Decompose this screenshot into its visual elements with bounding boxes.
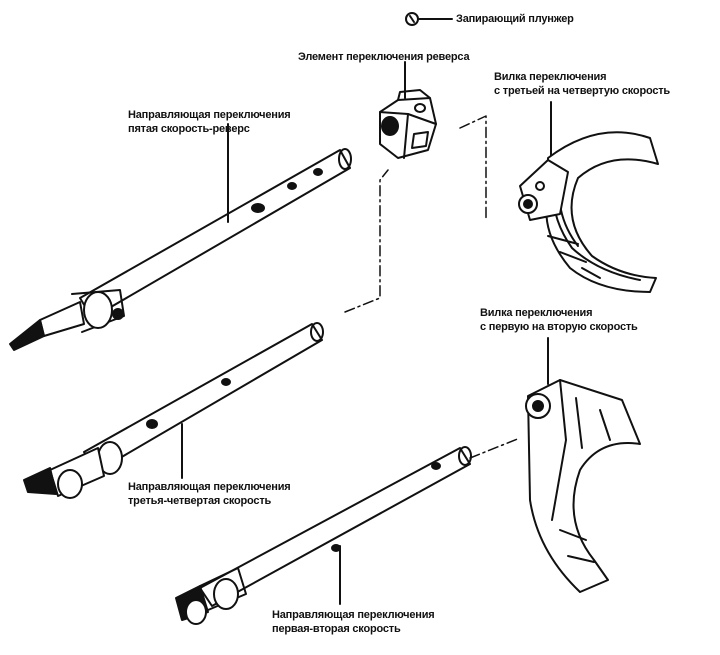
reverse-shift-element — [379, 61, 437, 159]
fork-1-2 — [525, 337, 641, 593]
rail-5-reverse — [9, 123, 352, 351]
label-rail-3-4: Направляющая переключения третья-четверт… — [128, 481, 291, 507]
rail-3-4 — [23, 322, 324, 499]
assembly-dash-lines — [344, 115, 521, 459]
label-reverse-element: Элемент переключения реверса — [298, 51, 470, 63]
fork-3-4 — [518, 101, 659, 293]
label-fork-3-4: Вилка переключения с третьей на четверту… — [494, 71, 670, 97]
label-locking-plunger: Запирающий плунжер — [456, 13, 574, 25]
label-rail-5-reverse: Направляющая переключения пятая скорость… — [128, 109, 291, 135]
label-rail-1-2: Направляющая переключения первая-вторая … — [272, 609, 435, 635]
label-fork-1-2: Вилка переключения с первую на вторую ск… — [480, 307, 638, 333]
locking-plunger-icon — [405, 12, 453, 26]
rail-1-2 — [175, 446, 472, 625]
